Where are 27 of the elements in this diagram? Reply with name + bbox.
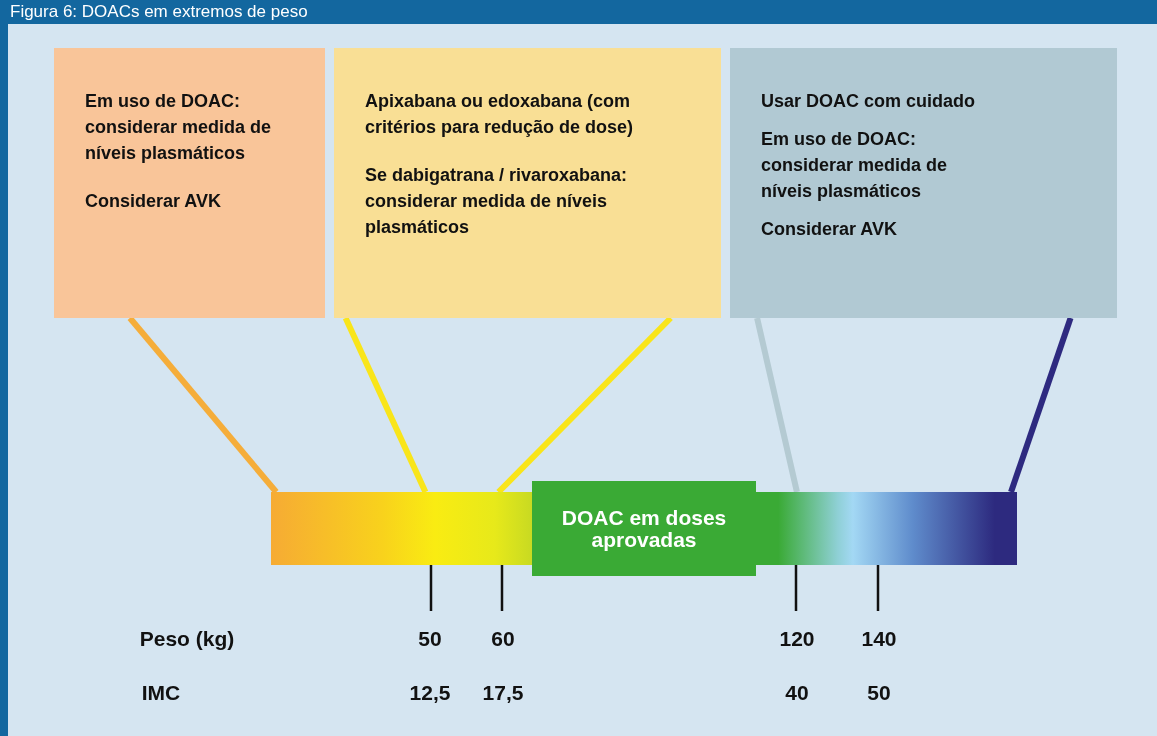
- recommendation-text: Considerar AVK: [85, 190, 223, 213]
- leader-line: [1008, 317, 1074, 493]
- recommendation-text: Em uso de DOAC: considerar medida de níveis plasmáticos: [761, 128, 949, 203]
- recommendation-text: Considerar AVK: [761, 218, 899, 241]
- scale-value: 50: [418, 627, 442, 651]
- recommendation-text: Usar DOAC com cuidado: [761, 90, 977, 113]
- figure-title: Figura 6: DOACs em extremos de peso: [10, 2, 308, 22]
- recommendation-box: [334, 48, 721, 318]
- scale-value: 140: [861, 627, 897, 651]
- scale-value: 17,5: [482, 681, 524, 705]
- box-text: DOAC em doses aprovadas: [560, 506, 728, 551]
- row-label: Peso (kg): [139, 627, 235, 651]
- recommendation-text: Se dabigatrana / rivaroxabana: considerar medida de níveis plasmáticos: [365, 164, 629, 239]
- recommendation-box: [54, 48, 325, 318]
- scale-value: 60: [491, 627, 515, 651]
- recommendation-text: Apixabana ou edoxabana (com critérios para redução de dose): [365, 90, 635, 139]
- scale-value: 50: [867, 681, 891, 705]
- recommendation-box: [730, 48, 1117, 318]
- row-label: IMC: [141, 681, 181, 705]
- scale-value: 40: [785, 681, 809, 705]
- recommendation-text: Em uso de DOAC: considerar medida de níveis plasmáticos: [85, 90, 273, 165]
- scale-value: 120: [779, 627, 815, 651]
- leader-line: [342, 316, 429, 494]
- approved-dose-box: [532, 481, 756, 576]
- scale-value: 12,5: [409, 681, 451, 705]
- leader-line: [127, 316, 279, 494]
- leader-line: [754, 317, 800, 493]
